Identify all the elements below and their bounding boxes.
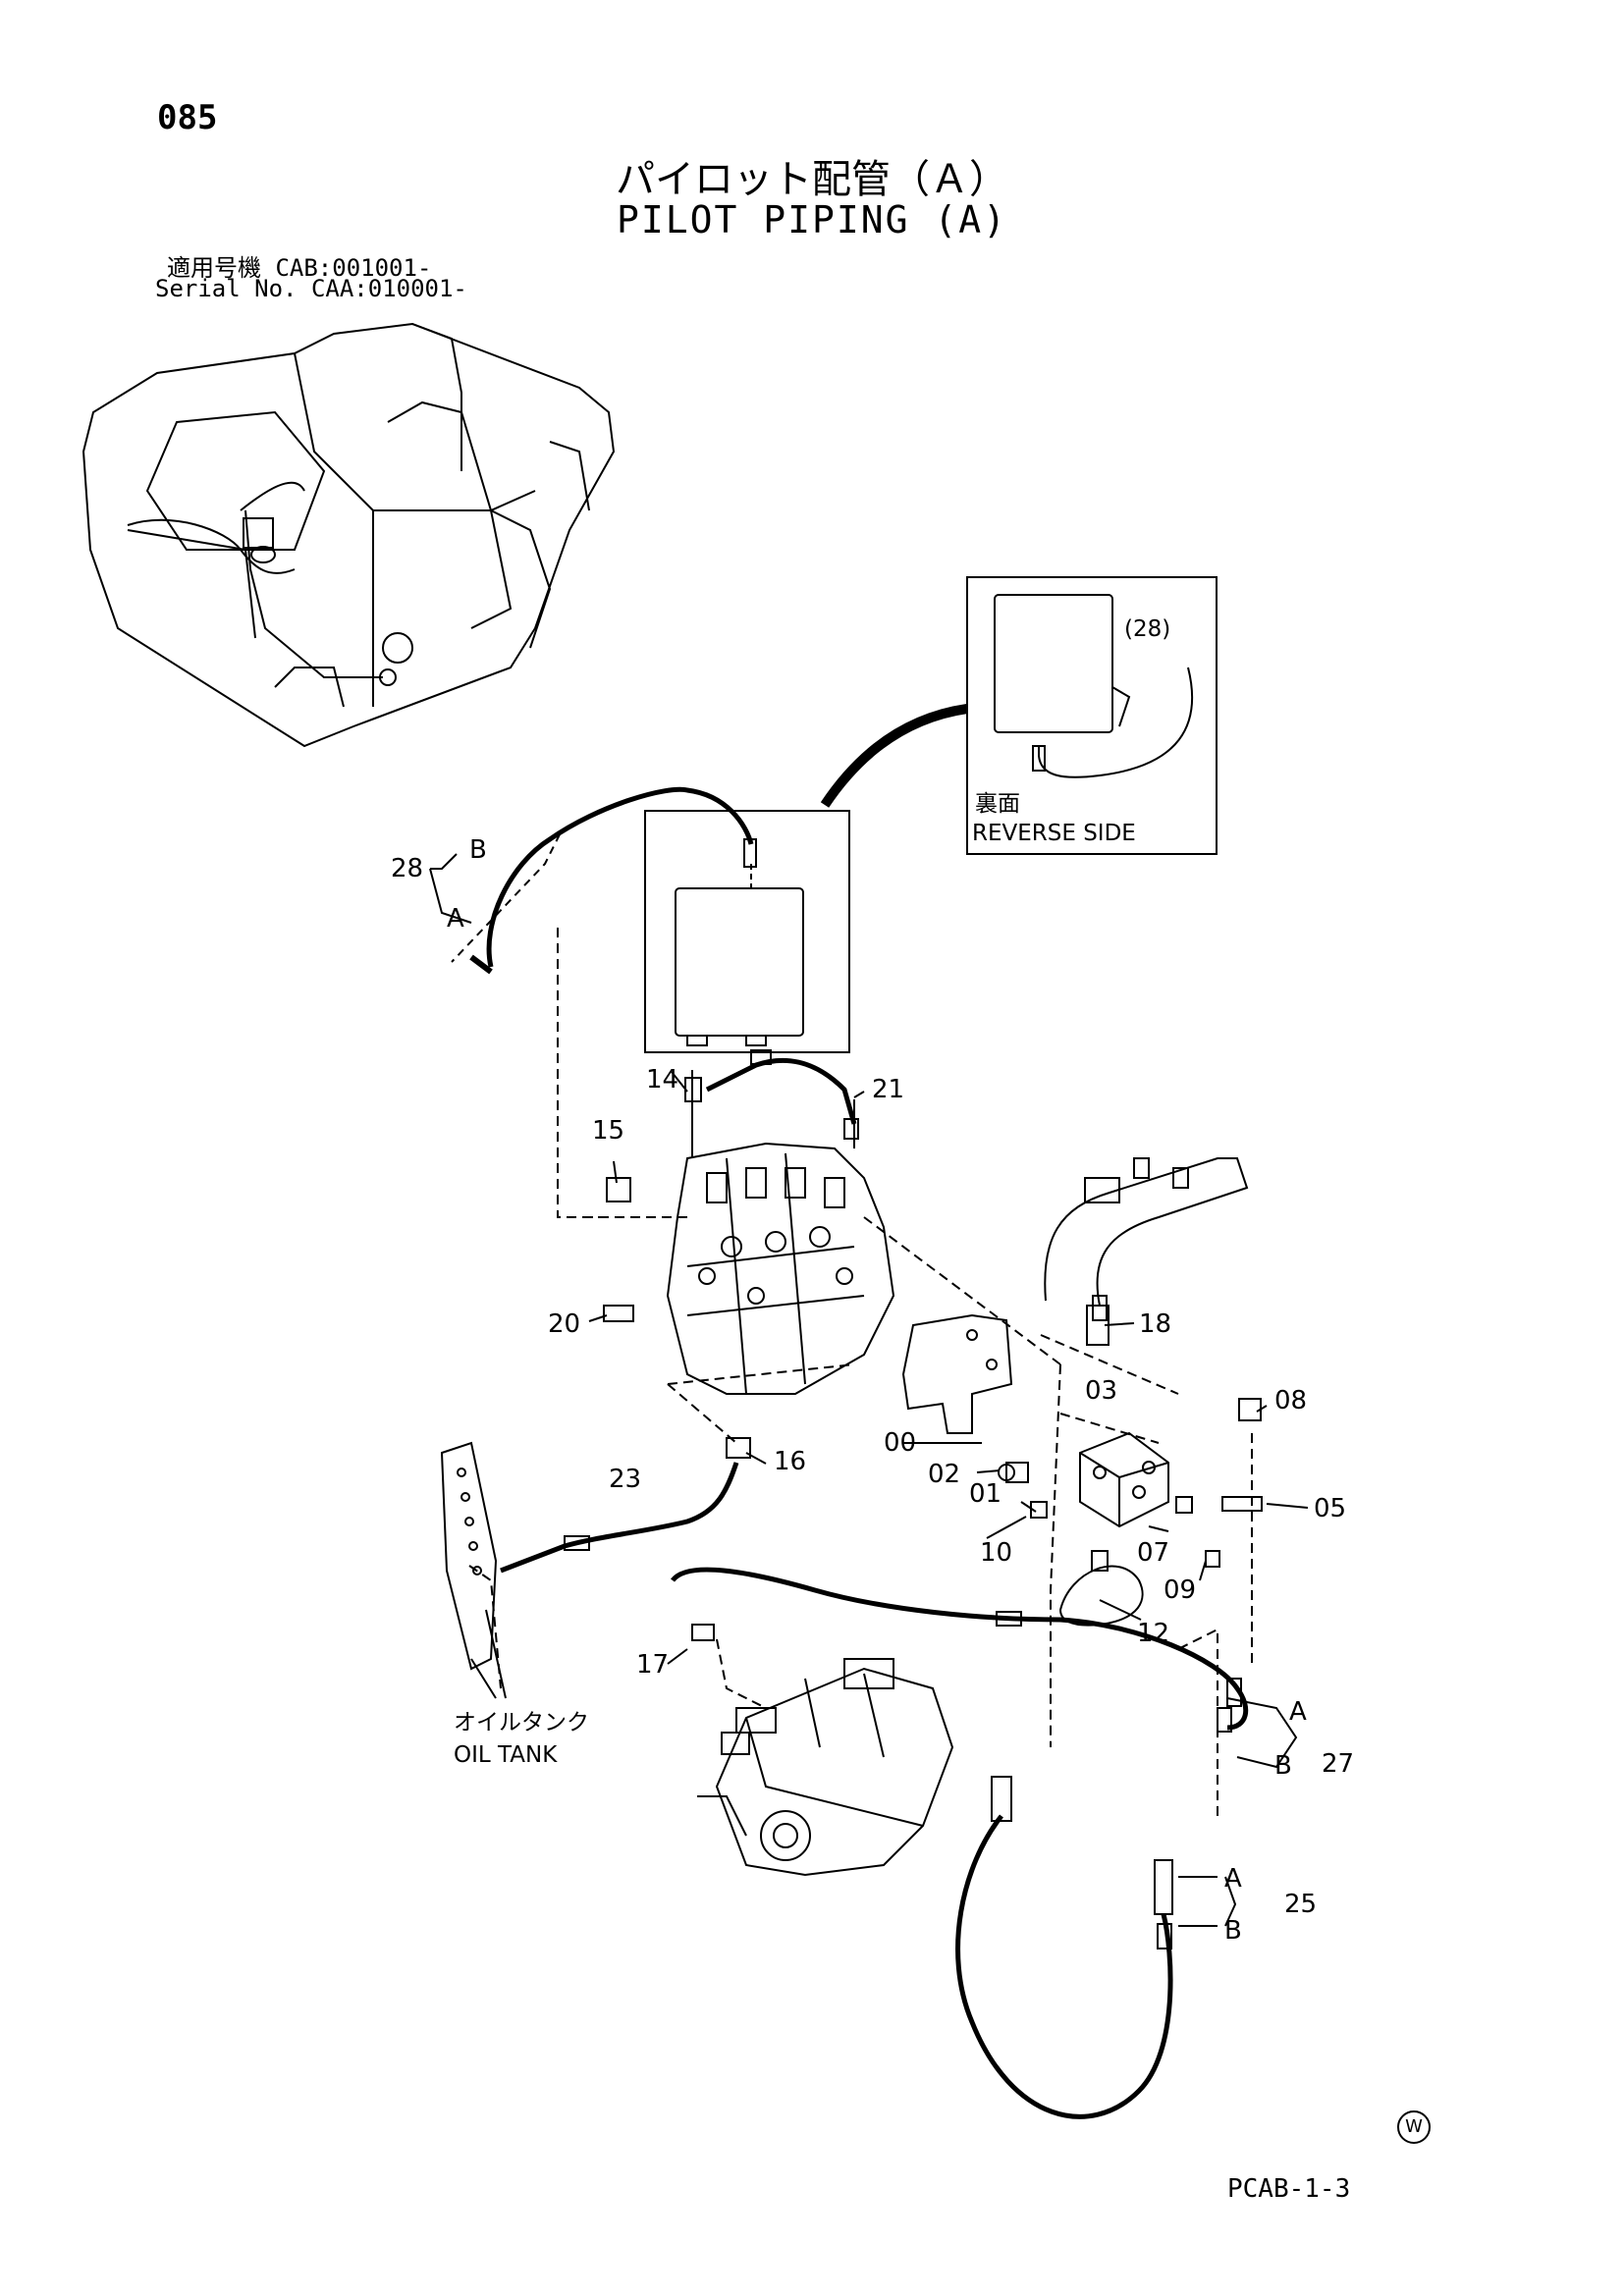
hose-23	[500, 1462, 739, 1574]
callout-21: 21	[872, 1075, 904, 1104]
callout-05: 05	[1314, 1494, 1346, 1523]
callout-16: 16	[774, 1447, 806, 1476]
title-japanese: パイロット配管（Ａ）	[616, 157, 1008, 202]
cab-overview-illustration	[81, 322, 616, 748]
callout-23: 23	[609, 1465, 641, 1494]
manifold-block	[1079, 1431, 1169, 1528]
callout-28-a: A	[447, 904, 464, 934]
hose-25	[955, 1776, 1173, 2119]
callout-leaders	[429, 853, 1309, 1927]
accumulator	[1058, 1550, 1144, 1627]
callout-20: 20	[548, 1309, 580, 1339]
hose-28	[451, 786, 754, 975]
reverse-side-inset	[820, 576, 1218, 855]
w-mark-icon: W	[1397, 2110, 1431, 2144]
callout-02: 02	[928, 1460, 960, 1489]
callout-10: 10	[980, 1538, 1012, 1568]
serial-japanese: 適用号機 CAB:001001-	[167, 254, 432, 282]
reverse-callout-28: (28)	[1124, 616, 1170, 642]
callout-03: 03	[1085, 1376, 1117, 1406]
callout-labels: 28 B A 14 21 15 20 18 03 08 00 02 01 05 …	[391, 616, 1354, 1946]
reverse-side-label-en: REVERSE SIDE	[972, 821, 1136, 846]
control-valve-assembly	[666, 1070, 895, 1395]
callout-08: 08	[1274, 1386, 1307, 1415]
reverse-side-label-jp: 裏面	[975, 791, 1020, 817]
callout-09: 09	[1164, 1575, 1196, 1605]
leader-lines	[468, 928, 1253, 1816]
callout-25: 25	[1284, 1890, 1317, 1919]
bracket	[901, 1313, 1013, 1434]
oil-tank	[440, 1441, 507, 1699]
serial-english: Serial No. CAA:010001-	[155, 275, 467, 302]
fittings	[603, 1077, 1263, 1641]
oil-tank-label-en: OIL TANK	[454, 1742, 558, 1768]
callout-12: 12	[1137, 1619, 1169, 1648]
hose-27	[671, 1567, 1249, 1733]
callout-15: 15	[592, 1116, 624, 1146]
callout-17: 17	[636, 1650, 669, 1680]
callout-27-a: A	[1289, 1697, 1307, 1727]
callout-25-b: B	[1224, 1916, 1242, 1946]
page-number: 085	[157, 98, 218, 137]
title-english: PILOT PIPING (A)	[616, 198, 1008, 241]
callout-27-b: B	[1274, 1751, 1292, 1781]
hose-21	[705, 1049, 859, 1140]
pipe-18	[1044, 1157, 1249, 1321]
oil-tank-label-jp: オイルタンク	[454, 1710, 589, 1735]
callout-07: 07	[1137, 1538, 1169, 1568]
callout-25-a: A	[1224, 1864, 1242, 1894]
callout-27: 27	[1322, 1749, 1354, 1779]
callout-18: 18	[1139, 1309, 1171, 1339]
callout-14: 14	[646, 1065, 678, 1095]
page-code: PCAB-1-3	[1227, 2174, 1351, 2204]
callout-28-b: B	[469, 835, 487, 865]
callout-28: 28	[391, 854, 423, 883]
callout-00: 00	[884, 1428, 916, 1458]
main-valve-inset	[644, 810, 850, 1053]
hydraulic-pump	[697, 1658, 954, 1877]
callout-01: 01	[969, 1479, 1001, 1509]
